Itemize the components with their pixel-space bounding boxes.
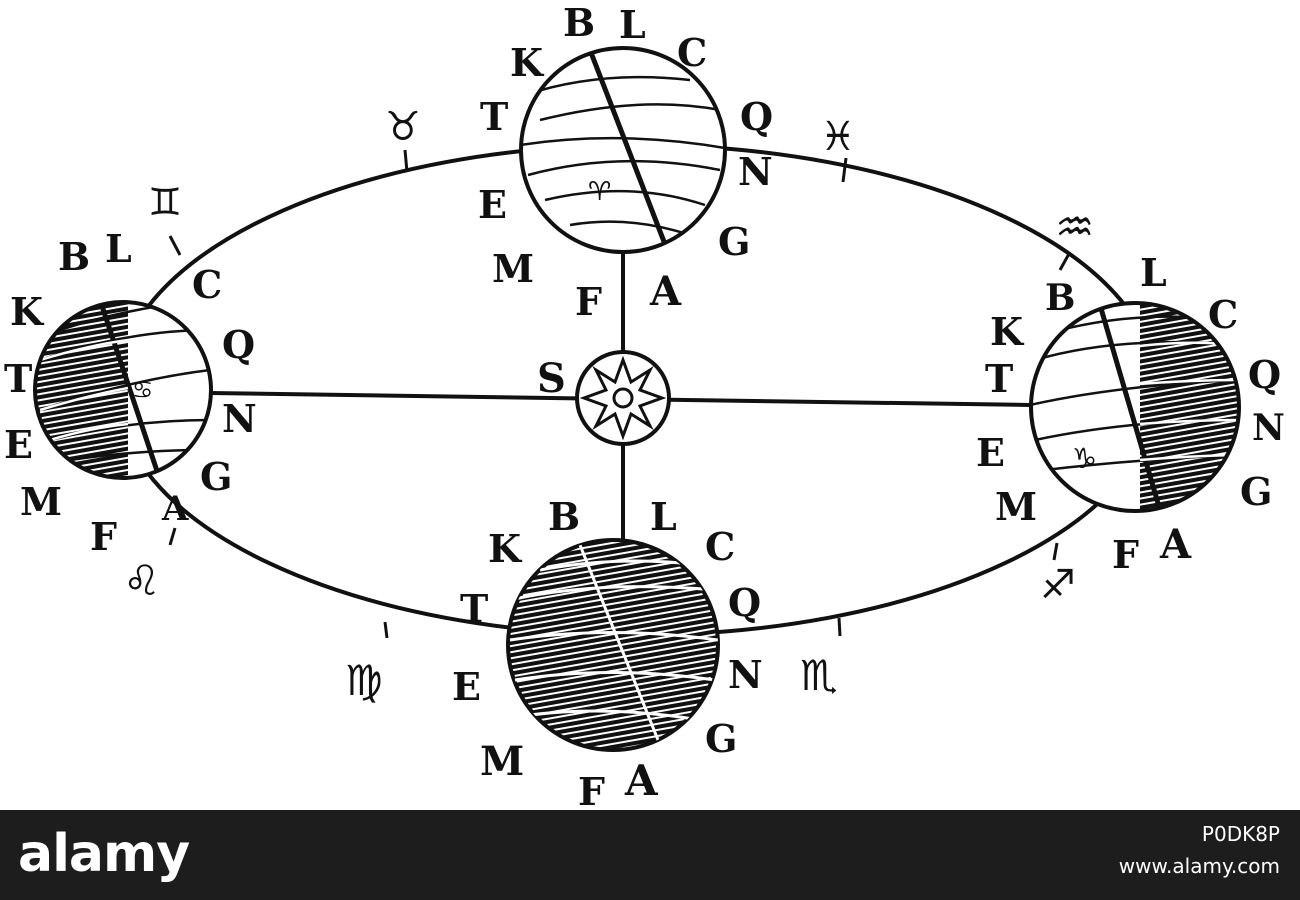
svg-text:N: N (222, 396, 257, 441)
sagittarius-icon: ♐ (1040, 562, 1076, 608)
svg-text:T: T (985, 356, 1013, 401)
globe-left-labels: B L C K Q T N E G M F A (4, 226, 257, 559)
alamy-logo: alamy (18, 824, 190, 884)
globe-top-labels: B L C K T Q N E G M F A (478, 0, 773, 324)
svg-text:B: B (58, 234, 90, 279)
svg-text:K: K (510, 40, 545, 85)
sun (575, 350, 671, 446)
svg-text:F: F (575, 279, 602, 324)
svg-text:A: A (649, 268, 682, 315)
globe-bottom-labels: B L C K Q T N E G M F A (452, 494, 763, 810)
gemini-icon: ♊ (148, 180, 182, 224)
svg-text:Q: Q (222, 322, 255, 367)
svg-text:A: A (624, 756, 659, 805)
svg-text:K: K (488, 526, 523, 571)
svg-text:T: T (460, 586, 488, 631)
globe-bottom (506, 538, 720, 752)
aquarius-icon: ♒ (1055, 202, 1094, 253)
svg-text:N: N (1252, 407, 1285, 449)
svg-text:E: E (4, 422, 33, 467)
svg-text:M: M (492, 246, 534, 291)
svg-text:T: T (480, 94, 508, 139)
svg-text:Q: Q (740, 94, 773, 139)
globe-left: ♋ (33, 300, 213, 480)
svg-text:M: M (20, 479, 62, 524)
svg-text:F: F (90, 514, 117, 559)
svg-text:E: E (452, 664, 481, 709)
svg-text:K: K (990, 309, 1025, 354)
svg-text:L: L (105, 226, 132, 271)
svg-text:B: B (563, 0, 595, 45)
globe-right-labels: L B C K Q T N E G M F A (976, 250, 1285, 577)
virgo-icon: ♍ (345, 656, 383, 705)
globe-top-aries-icon: ♈ (588, 177, 611, 207)
svg-text:F: F (578, 769, 605, 810)
svg-text:C: C (192, 262, 222, 307)
svg-text:C: C (677, 30, 707, 75)
svg-text:M: M (995, 484, 1037, 529)
svg-text:K: K (10, 289, 45, 334)
svg-text:N: N (728, 652, 763, 697)
svg-text:E: E (478, 182, 507, 227)
site-url: www.alamy.com (1118, 854, 1280, 878)
svg-text:L: L (1140, 250, 1167, 295)
watermark-footer: alamy P0DK8P www.alamy.com (0, 810, 1300, 900)
svg-text:T: T (4, 356, 32, 401)
svg-text:F: F (1112, 532, 1139, 577)
svg-text:C: C (1208, 292, 1238, 337)
svg-text:Q: Q (728, 580, 761, 625)
scorpio-icon: ♏ (800, 651, 838, 700)
globe-left-cancer-icon: ♋ (132, 376, 154, 404)
svg-text:M: M (480, 738, 524, 785)
zodiac-signs: ♉ ♓ ♊ ♒ ♌ ♐ ♍ ♏ (123, 104, 1094, 705)
image-id: P0DK8P (1201, 822, 1280, 846)
globe-right-capricorn-icon: ♑ (1072, 442, 1097, 475)
svg-text:N: N (738, 149, 773, 194)
orbit-ticks (168, 149, 1072, 639)
svg-text:G: G (718, 219, 750, 264)
svg-text:E: E (976, 430, 1005, 475)
leo-icon: ♌ (123, 556, 161, 605)
svg-text:L: L (619, 2, 646, 47)
taurus-icon: ♉ (385, 104, 421, 150)
orbit-diagram: S ♈ (4, 0, 1285, 810)
pisces-icon: ♓ (820, 114, 856, 160)
svg-text:A: A (1159, 521, 1192, 568)
svg-text:L: L (650, 494, 677, 539)
svg-text:C: C (705, 524, 735, 569)
svg-text:G: G (200, 454, 232, 499)
svg-text:G: G (705, 716, 737, 761)
svg-text:B: B (1045, 277, 1075, 319)
globe-top: ♈ (519, 46, 727, 254)
svg-text:G: G (1240, 469, 1272, 514)
svg-text:B: B (548, 494, 580, 539)
sun-label: S (537, 355, 566, 402)
svg-text:Q: Q (1248, 352, 1281, 397)
svg-text:A: A (161, 489, 189, 529)
